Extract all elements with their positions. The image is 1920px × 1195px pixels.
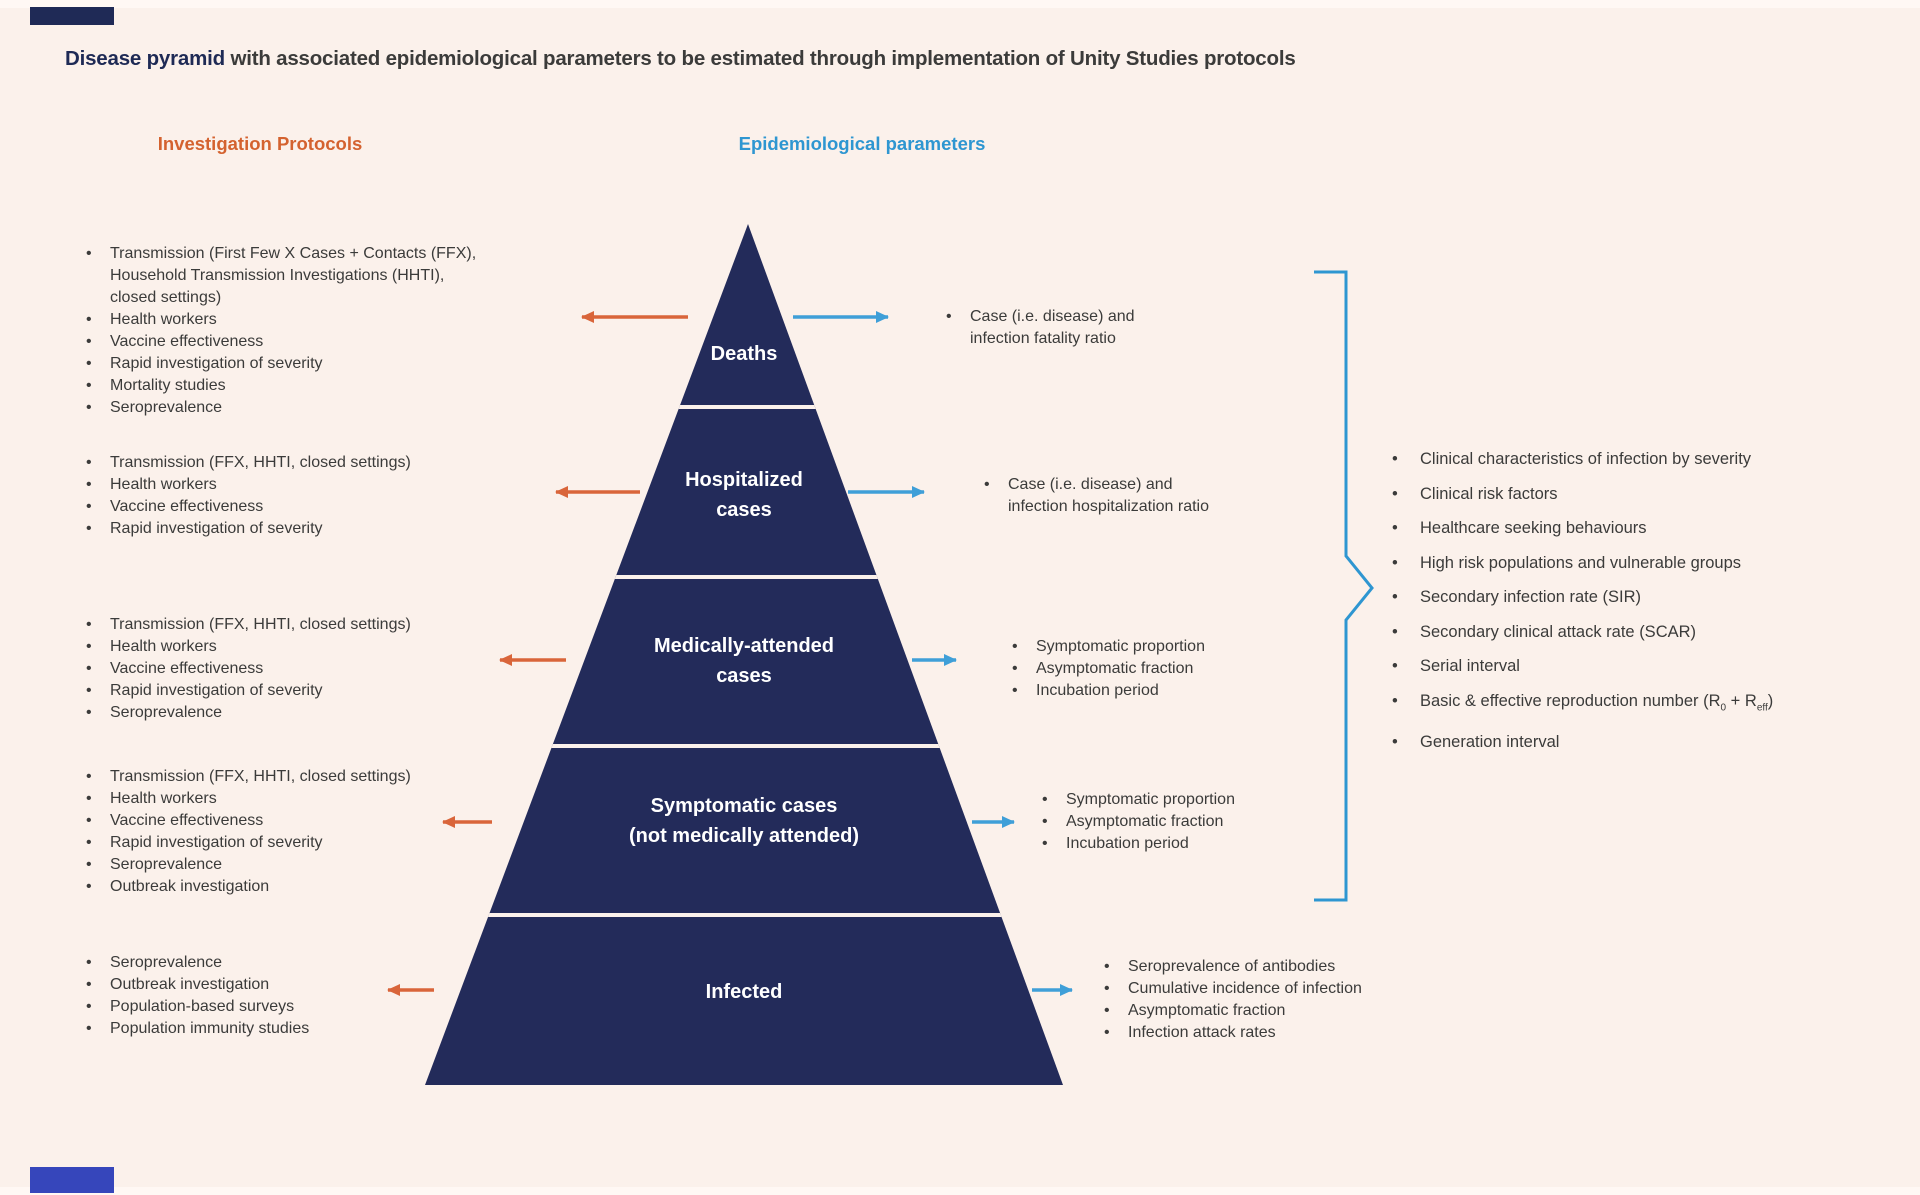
list-item: (not medically attended): [628, 825, 860, 847]
list-item: Transmission (First Few X Cases + Contac…: [82, 243, 552, 309]
protocols-list-symptomatic: Transmission (FFX, HHTI, closed settings…: [82, 766, 552, 898]
list-item: cases: [716, 665, 772, 687]
protocols-list-infected: SeroprevalenceOutbreak investigationPopu…: [82, 952, 552, 1040]
list-item: Incubation period: [1038, 833, 1338, 855]
bottom-edge-strip: [0, 1187, 1920, 1195]
list-item: Incubation period: [1008, 680, 1308, 702]
list-item: Vaccine effectiveness: [82, 496, 552, 518]
list-item: Clinical characteristics of infection by…: [1388, 448, 1888, 470]
protocols-list-hospitalized: Transmission (FFX, HHTI, closed settings…: [82, 452, 552, 540]
parameters-list-infected: Seroprevalence of antibodiesCumulative i…: [1100, 956, 1440, 1044]
list-item: cases: [716, 499, 772, 521]
list-item: Seroprevalence: [82, 702, 552, 724]
list-item: Secondary clinical attack rate (SCAR): [1388, 621, 1888, 643]
list-item: Symptomatic proportion: [1008, 636, 1308, 658]
page-title-highlight: Disease pyramid: [65, 47, 225, 70]
list-item: Secondary infection rate (SIR): [1388, 586, 1888, 608]
list-item: Vaccine effectiveness: [82, 810, 552, 832]
top-edge-strip: [0, 0, 1920, 8]
brace-parameters-list: Clinical characteristics of infection by…: [1388, 448, 1888, 766]
list-item: Cumulative incidence of infection: [1100, 978, 1440, 1000]
protocols-list-deaths: Transmission (First Few X Cases + Contac…: [82, 243, 552, 419]
page-title-rest: with associated epidemiological paramete…: [224, 47, 1296, 70]
list-item: Outbreak investigation: [82, 974, 552, 996]
list-item: Seroprevalence: [82, 854, 552, 876]
bottom-left-accent-bar: [30, 1167, 114, 1193]
list-item: Rapid investigation of severity: [82, 518, 552, 540]
page-title: Disease pyramid with associated epidemio…: [65, 47, 1296, 71]
list-item: Health workers: [82, 636, 552, 658]
list-item: Asymptomatic fraction: [1038, 811, 1338, 833]
list-item: Deaths: [710, 343, 778, 365]
list-item: Infected: [705, 981, 783, 1003]
protocols-list-medically-attended: Transmission (FFX, HHTI, closed settings…: [82, 614, 552, 724]
list-item: Mortality studies: [82, 375, 552, 397]
list-item: Generation interval: [1388, 731, 1888, 753]
pyramid-label-medically-attended-cases: Medically-attended cases: [534, 631, 954, 691]
top-left-accent-bar: [30, 7, 114, 25]
list-item: Medically-attended: [653, 635, 835, 657]
list-item: Rapid investigation of severity: [82, 353, 552, 375]
list-item: Symptomatic cases: [650, 795, 838, 817]
pyramid-label-infected: Infected: [534, 977, 954, 1007]
list-item: Rapid investigation of severity: [82, 832, 552, 854]
right-brace: [1314, 270, 1374, 902]
pyramid-label-symptomatic-cases: Symptomatic cases (not medically attended…: [534, 791, 954, 851]
pyramid-level-dividers: [485, 405, 1005, 917]
parameters-list-medically-attended: Symptomatic proportionAsymptomatic fract…: [1008, 636, 1308, 702]
list-item: Vaccine effectiveness: [82, 658, 552, 680]
list-item: Basic & effective reproduction number (R…: [1388, 690, 1888, 719]
list-item: Seroprevalence of antibodies: [1100, 956, 1440, 978]
list-item: Seroprevalence: [82, 397, 552, 419]
list-item: Infection attack rates: [1100, 1022, 1440, 1044]
pyramid-shape: [425, 224, 1063, 1085]
pyramid-label-deaths: Deaths: [534, 339, 954, 369]
list-item: Transmission (FFX, HHTI, closed settings…: [82, 766, 552, 788]
list-item: Health workers: [82, 309, 552, 331]
list-item: Population-based surveys: [82, 996, 552, 1018]
list-item: Seroprevalence: [82, 952, 552, 974]
list-item: Clinical risk factors: [1388, 483, 1888, 505]
list-item: Hospitalized: [685, 469, 803, 491]
list-item: Healthcare seeking behaviours: [1388, 517, 1888, 539]
list-item: High risk populations and vulnerable gro…: [1388, 552, 1888, 574]
list-item: Transmission (FFX, HHTI, closed settings…: [82, 614, 552, 636]
pyramid-label-hospitalized-cases: Hospitalized cases: [534, 465, 954, 525]
epidemiological-parameters-header: Epidemiological parameters: [738, 133, 986, 154]
parameters-list-symptomatic: Symptomatic proportionAsymptomatic fract…: [1038, 789, 1338, 855]
list-item: Serial interval: [1388, 655, 1888, 677]
list-item: Health workers: [82, 788, 552, 810]
list-item: Asymptomatic fraction: [1008, 658, 1308, 680]
list-item: Transmission (FFX, HHTI, closed settings…: [82, 452, 552, 474]
investigation-protocols-header: Investigation Protocols: [157, 133, 363, 154]
list-item: Rapid investigation of severity: [82, 680, 552, 702]
list-item: Vaccine effectiveness: [82, 331, 552, 353]
blue-right-arrows: [793, 311, 1073, 996]
list-item: Health workers: [82, 474, 552, 496]
list-item: Asymptomatic fraction: [1100, 1000, 1440, 1022]
list-item: Outbreak investigation: [82, 876, 552, 898]
list-item: Population immunity studies: [82, 1018, 552, 1040]
list-item: Symptomatic proportion: [1038, 789, 1338, 811]
